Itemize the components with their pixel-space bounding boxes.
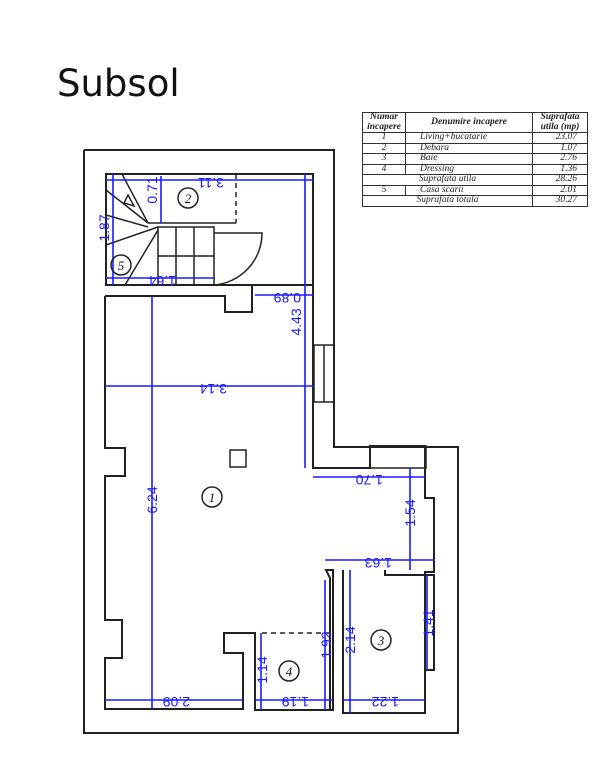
dimension-label: 0.71 (144, 176, 160, 203)
dimension-label: 3.11 (198, 175, 224, 191)
dimension-label: 2.09 (163, 694, 190, 710)
svg-text:2: 2 (185, 191, 192, 206)
room-area-table: Numar incapere Denumire incapere Suprafa… (362, 112, 588, 207)
room-area: 1.36 (532, 163, 588, 175)
col-header-name: Denumire incapere (405, 112, 533, 133)
dimension-label: 6.24 (144, 486, 160, 513)
table-header-row: Numar incapere Denumire incapere Suprafa… (362, 112, 588, 133)
svg-text:5: 5 (118, 258, 125, 273)
dimension-label: 4.43 (288, 308, 304, 335)
room-area: 1.07 (532, 142, 588, 154)
col-header-area: Suprafata utila (mp) (532, 112, 588, 133)
dimension-label: 3.14 (200, 381, 227, 397)
room-area: 2.01 (532, 184, 588, 196)
living-room-west-wall (104, 296, 256, 710)
dimension-label: 1.87 (96, 214, 112, 241)
living-room-wall (105, 284, 435, 576)
dressing-wall (254, 569, 334, 711)
window (369, 445, 427, 469)
room-area: 2.76 (532, 153, 588, 165)
dimension-label: 1.63 (365, 555, 392, 571)
dimension-label: 2.14 (342, 626, 358, 653)
room-number-5: 5 (110, 254, 132, 276)
bathroom-wall (342, 570, 435, 714)
page-title: Subsol (57, 62, 180, 105)
dimension-label: 1.70 (356, 472, 383, 488)
col-header-number: Numar incapere (362, 112, 406, 133)
svg-text:4: 4 (286, 664, 293, 679)
dimension-label: 1.22 (372, 694, 399, 710)
room-number-3: 3 (370, 629, 392, 651)
room-area: 23.07 (532, 132, 588, 144)
room-number-2: 2 (177, 187, 199, 209)
dimension-label: 1.14 (254, 656, 270, 683)
column (229, 449, 247, 468)
room-number-4: 4 (278, 660, 300, 682)
dimension-label: 1.19 (282, 694, 309, 710)
dimension-label: 1.92 (318, 631, 334, 658)
total-area: 30.27 (532, 195, 588, 207)
dimension-lines (105, 174, 434, 713)
room-number-1: 1 (201, 486, 223, 508)
dimension-label: 0.89 (274, 290, 301, 306)
svg-text:1: 1 (209, 490, 216, 505)
svg-text:3: 3 (377, 633, 385, 648)
outer-wall (83, 149, 459, 734)
dimension-label: 1.64 (149, 273, 176, 289)
dimension-label: 1.54 (402, 499, 418, 526)
dimension-label: 1.41 (420, 609, 436, 636)
subtotal-area: 28.26 (532, 174, 588, 186)
